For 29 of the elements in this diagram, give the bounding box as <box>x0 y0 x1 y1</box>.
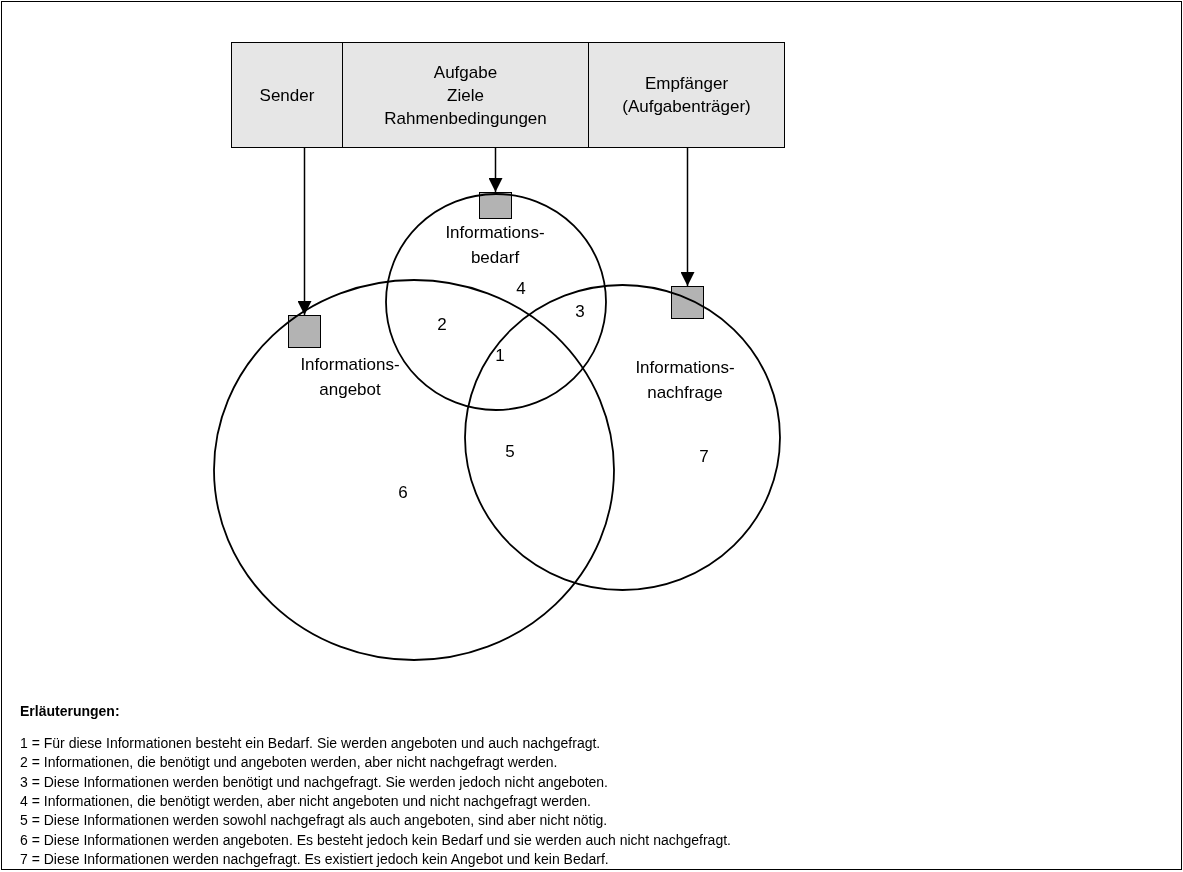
arrow <box>488 147 503 193</box>
header-cell <box>342 42 589 148</box>
cell-text: Rahmenbedingungen <box>384 107 547 130</box>
legend-heading: Erläuterungen: <box>20 703 120 719</box>
region-number: 3 <box>575 302 585 322</box>
region-number: 4 <box>516 279 526 299</box>
region-number: 5 <box>505 442 515 462</box>
explanation-text: 4 = Informationen, die benötigt werden, aber nicht angeboten und nicht nachgefragt werden. <box>20 792 591 809</box>
circle-label: Informations- nachfrage <box>635 357 735 404</box>
explanation-text: 5 = Diese Informationen werden sowohl nachgefragt als auch angeboten, sind aber nicht nötig. <box>20 812 608 829</box>
arrow <box>680 147 695 287</box>
header-cell <box>588 42 785 148</box>
cell-text: Ziele <box>447 84 484 107</box>
cell-text: Aufgabe <box>433 61 498 84</box>
region-number: 2 <box>437 315 447 335</box>
explanation-text: 2 = Informationen, die benötigt und angeboten werden, aber nicht nachgefragt werden. <box>20 754 558 771</box>
explanation-text: 6 = Diese Informationen werden angeboten. Es besteht jedoch kein Bedarf und sie werden auch nicht nachgefragt. <box>20 831 731 848</box>
arrow <box>297 147 312 316</box>
circle-label: Informations- bedarf <box>445 222 545 269</box>
explanation-text: 1 = Für diese Informationen besteht ein Bedarf. Sie werden angeboten und auch nachgefragt. <box>20 735 601 751</box>
region-number: 1 <box>495 346 505 366</box>
header-cell <box>231 42 343 148</box>
explanation-text: 7 = Diese Informationen werden nachgefragt. Es existiert jedoch kein Angebot und kein Bedarf. <box>20 850 609 867</box>
circle-label: Informations- angebot <box>300 354 400 401</box>
explanation-text: 3 = Diese Informationen werden benötigt und nachgefragt. Sie werden jedoch nicht angeboten. <box>20 773 608 790</box>
cell-text: Empfänger (Aufgabenträger) <box>621 73 752 118</box>
region-number: 7 <box>699 447 709 467</box>
region-number: 6 <box>398 483 408 503</box>
cell-text: Sender <box>259 84 315 107</box>
